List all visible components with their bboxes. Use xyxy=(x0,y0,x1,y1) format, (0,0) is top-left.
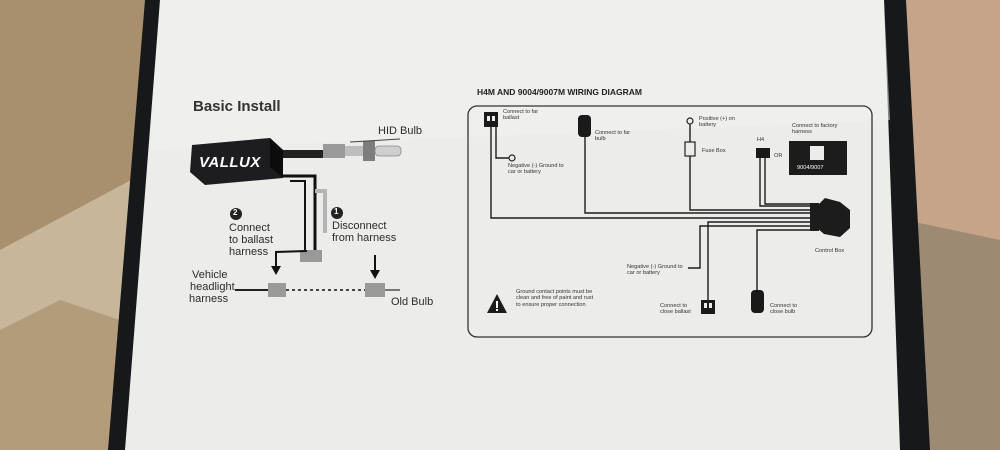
step1-number: 1 xyxy=(334,207,339,216)
step2-number: 2 xyxy=(233,208,238,217)
control-box-icon xyxy=(817,198,850,237)
far-ballast-plug xyxy=(484,112,498,127)
fuse-box-label: Fuse Box xyxy=(702,148,726,154)
or-label: OR xyxy=(774,153,783,159)
far-bulb-plug xyxy=(578,115,591,137)
ballast-harness-plug xyxy=(300,250,322,262)
socket-9004-label: 9004/9007 xyxy=(797,165,824,171)
control-box-label: Control Box xyxy=(815,248,845,254)
close-bulb-plug xyxy=(751,290,764,313)
step2-line3: harness xyxy=(229,246,269,258)
factory-harness-label: Connect to factory harness xyxy=(792,123,838,136)
neg-ground-top-label: Negative (-) Ground to car or battery xyxy=(508,163,564,176)
h4-plug xyxy=(756,148,770,158)
fuse-box-icon xyxy=(684,141,696,157)
close-ballast-plug xyxy=(701,300,715,314)
step2-badge xyxy=(230,208,242,220)
step1-badge xyxy=(331,207,343,219)
hid-bulb-icon xyxy=(363,141,375,161)
far-bulb-label: Connect to far bulb xyxy=(595,130,631,143)
step2-line2: to ballast xyxy=(229,234,274,246)
vehicle-line3: harness xyxy=(189,293,229,305)
old-bulb-icon xyxy=(365,283,385,297)
warning-text: Ground contact points must be clean and … xyxy=(516,289,594,308)
positive-label: Positive (+) on battery xyxy=(699,116,735,129)
basic-install-title: Basic Install xyxy=(193,98,281,115)
neg-ground-bottom-label: Negative (-) Ground to car or battery xyxy=(627,264,683,277)
ballast-box xyxy=(190,138,283,185)
close-bulb-label: Connect to close bulb xyxy=(770,303,798,316)
close-ballast-label: Connect to close ballast xyxy=(660,303,691,316)
wiring-diagram-frame xyxy=(467,105,873,338)
step1-line1: Disconnect xyxy=(332,220,387,232)
wiring-diagram-title: H4M AND 9004/9007M WIRING DIAGRAM xyxy=(477,87,642,97)
hid-connector xyxy=(283,150,323,158)
step2-line1: Connect xyxy=(229,222,270,234)
vehicle-harness-plug xyxy=(268,283,286,297)
h4-label: H4 xyxy=(757,137,765,143)
vehicle-line1: Vehicle xyxy=(192,269,228,281)
step1-line2: from harness xyxy=(332,232,397,244)
vehicle-line2: headlight xyxy=(190,281,235,293)
brand-logo: VALLUX xyxy=(199,154,261,171)
far-ballast-label: Connect to far ballast xyxy=(503,109,539,122)
old-bulb-label: Old Bulb xyxy=(391,296,434,308)
hid-bulb-label: HID Bulb xyxy=(378,125,423,137)
